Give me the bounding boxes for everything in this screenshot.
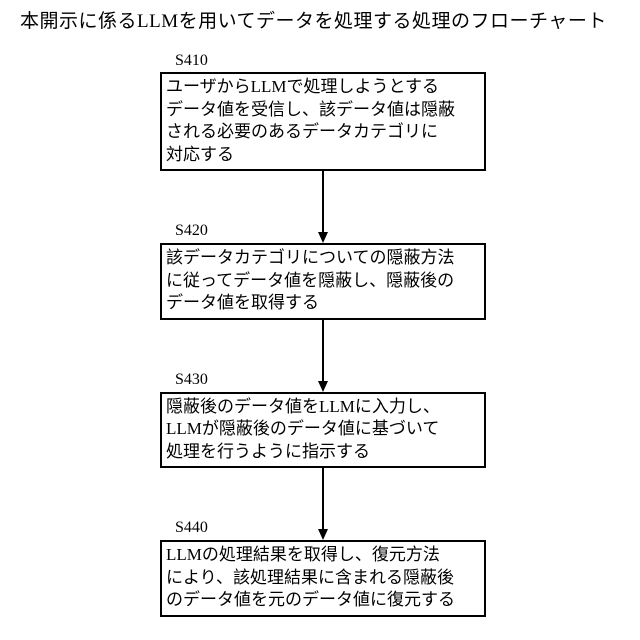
connector-3: S440 — [160, 468, 486, 540]
flowchart-title: 本開示に係るLLMを用いてデータを処理する処理のフローチャート — [20, 11, 607, 32]
process-box-s440: LLMの処理結果を取得し、復元方法 により、該処理結果に含まれる隠蔽後 のデータ… — [160, 540, 486, 617]
process-box-s430: 隠蔽後のデータ値をLLMに入力し、 LLMが隠蔽後のデータ値に基づいて 処理を行… — [160, 391, 486, 468]
down-arrow — [316, 468, 330, 540]
arrow-line — [322, 319, 324, 383]
arrow-line — [322, 171, 324, 234]
step-label-s440: S440 — [175, 519, 208, 536]
process-box-s410: ユーザからLLMで処理しようとする データ値を受信し、該データ値は隠蔽 される必… — [160, 72, 486, 171]
process-box-s420: 該データカテゴリについての隠蔽方法 に従ってデータ値を隠蔽し、隠蔽後の データ値… — [160, 243, 486, 320]
arrow-head-icon — [318, 380, 328, 392]
down-arrow — [316, 319, 330, 392]
connector-2: S430 — [160, 319, 486, 392]
down-arrow — [316, 171, 330, 243]
connector-1: S420 — [160, 171, 486, 243]
arrow-head-icon — [318, 529, 328, 540]
arrow-line — [322, 468, 324, 531]
arrow-head-icon — [318, 232, 328, 243]
flowchart: S410 ユーザからLLMで処理しようとする データ値を受信し、該データ値は隠蔽… — [160, 50, 486, 617]
step-label-s410: S410 — [175, 52, 208, 69]
step-label-s420: S420 — [175, 222, 208, 239]
step-label-s430: S430 — [175, 370, 208, 388]
